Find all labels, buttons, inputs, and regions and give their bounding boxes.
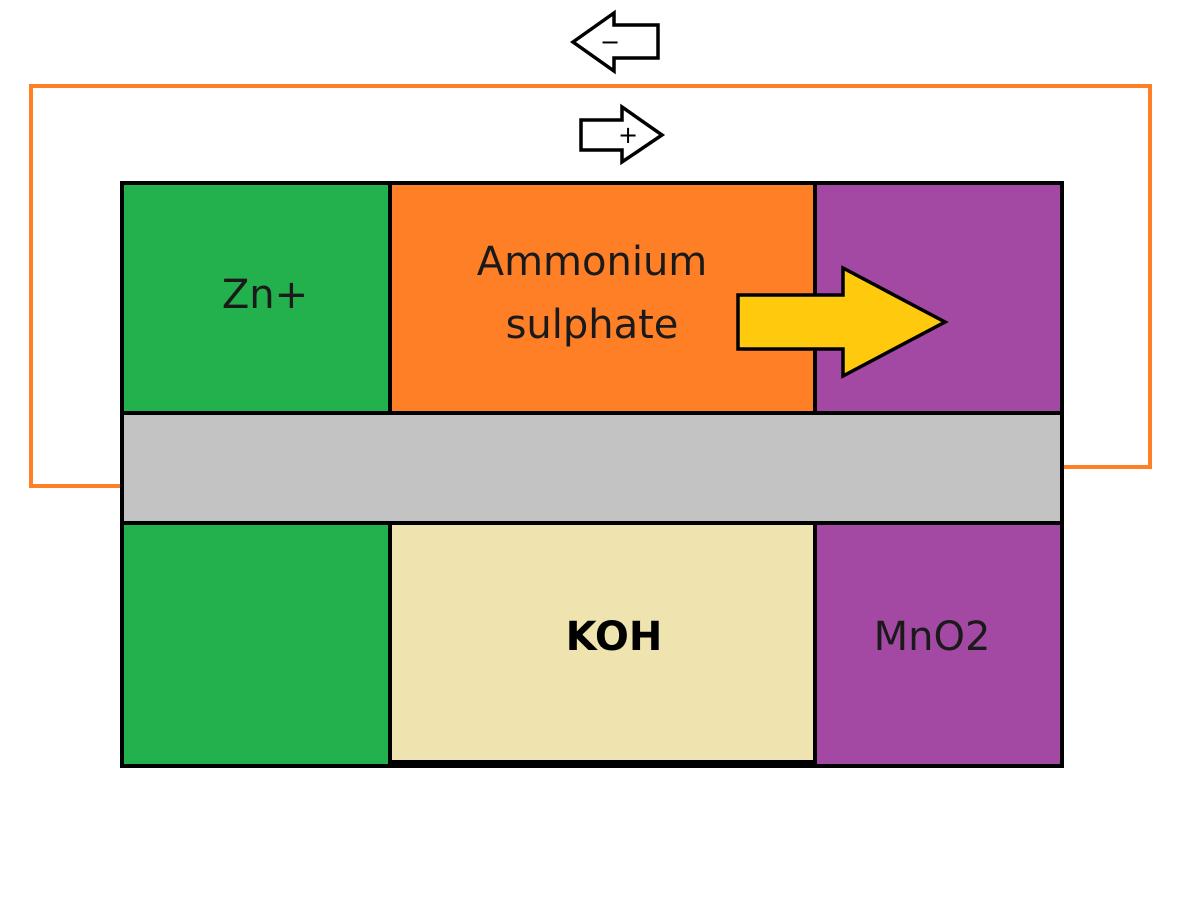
zinc-anode-bottom [122, 523, 390, 766]
koh-electrolyte [390, 523, 815, 766]
koh-label: KOH [566, 614, 663, 660]
positive-sign: + [618, 121, 638, 149]
negative-sign: − [600, 28, 620, 56]
mno2-label: MnO2 [874, 614, 991, 660]
ammonium-label-line1: Ammonium [477, 239, 708, 285]
ammonium-label-line2: sulphate [506, 302, 679, 348]
external-wire [29, 84, 1152, 488]
cell-outline [120, 181, 1064, 768]
mno2-cathode-bottom [815, 523, 1062, 766]
negative-arrow-icon: − [569, 9, 660, 75]
zinc-anode-top [122, 183, 390, 413]
positive-arrow-icon: + [579, 103, 666, 166]
zinc-label: Zn+ [222, 272, 308, 318]
separator [122, 413, 1062, 523]
ion-flow-arrow-icon [736, 265, 949, 379]
